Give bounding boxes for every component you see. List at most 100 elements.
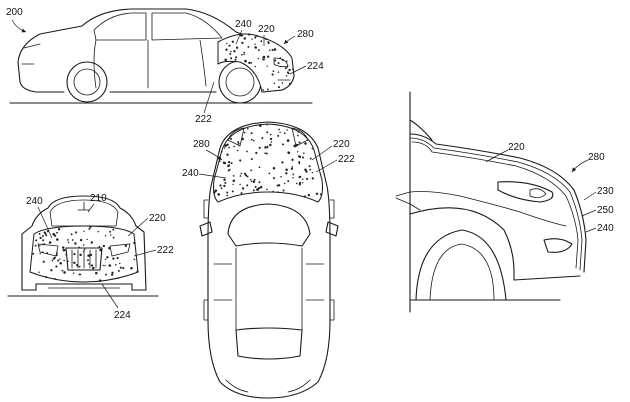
stipple-dot	[112, 236, 115, 239]
top-view-rear-window	[235, 327, 303, 360]
stipple-dot	[234, 58, 237, 61]
stipple-dot	[227, 164, 230, 168]
stipple-dot	[223, 147, 226, 149]
stipple-dot	[315, 192, 319, 195]
stipple-dot	[240, 172, 243, 175]
stipple-dot	[114, 263, 117, 266]
stipple-dot	[298, 155, 302, 159]
stipple-dot	[283, 132, 286, 135]
stipple-dot	[228, 146, 231, 149]
stipple-dot	[43, 231, 47, 234]
stipple-dot	[254, 46, 257, 49]
stipple-dot	[116, 257, 119, 260]
stipple-dot	[53, 256, 56, 259]
stipple-dot	[243, 51, 245, 54]
label-224-front: 224	[114, 310, 131, 321]
stipple-dot	[274, 59, 277, 62]
stipple-dot	[272, 70, 275, 72]
stipple-dot	[104, 264, 106, 267]
stipple-dot	[295, 182, 298, 185]
stipple-dot	[298, 141, 301, 144]
stipple-dot	[39, 236, 42, 240]
stipple-dot	[260, 40, 263, 43]
stipple-dot	[266, 123, 268, 126]
stipple-dot	[287, 180, 290, 182]
stipple-dot	[259, 185, 263, 189]
stipple-dot	[246, 175, 249, 178]
stipple-dot	[92, 266, 95, 270]
stipple-dot	[232, 183, 234, 186]
stipple-dot	[51, 259, 54, 262]
stipple-dot	[72, 272, 75, 274]
stipple-dot	[285, 60, 288, 63]
stipple-dot	[224, 162, 227, 165]
stipple-dot	[88, 263, 90, 265]
stipple-dot	[257, 186, 261, 190]
stipple-dot	[298, 176, 301, 179]
stipple-dot	[254, 65, 256, 68]
stipple-dot	[305, 170, 308, 173]
stipple-dot	[286, 129, 288, 131]
stipple-dot	[297, 134, 299, 137]
stipple-dot	[278, 184, 281, 187]
stipple-dot	[98, 279, 102, 282]
stipple-dot	[298, 160, 301, 164]
label-220-detail: 220	[508, 142, 525, 153]
stipple-dot	[291, 158, 294, 161]
stipple-dot	[278, 128, 280, 131]
stipple-dot	[79, 253, 82, 257]
stipple-dot	[284, 67, 287, 70]
stipple-dot	[262, 89, 264, 91]
stipple-dot	[285, 168, 288, 172]
label-220-side: 220	[258, 24, 275, 35]
stipple-dot	[264, 38, 267, 40]
stipple-dot	[79, 273, 82, 276]
stipple-dot	[61, 269, 64, 272]
stipple-dot	[87, 259, 89, 262]
stipple-dot	[298, 183, 301, 186]
stipple-dot	[250, 61, 253, 64]
label-222-front: 222	[157, 245, 174, 256]
stipple-dot	[88, 227, 91, 230]
stipple-dot	[266, 146, 269, 149]
stipple-dot	[292, 173, 295, 176]
top-view-windshield	[227, 203, 311, 247]
stipple-dot	[105, 273, 107, 276]
stipple-dot	[108, 264, 112, 267]
stipple-dot	[226, 143, 229, 146]
stipple-dot	[228, 168, 231, 171]
stipple-dot	[243, 37, 247, 40]
stipple-dot	[271, 48, 274, 52]
stipple-dot	[309, 157, 312, 160]
stipple-dot	[256, 188, 259, 191]
stipple-dot	[254, 36, 257, 39]
stipple-dot	[311, 147, 314, 150]
stipple-dot	[248, 33, 251, 36]
stipple-dot	[273, 48, 277, 51]
stipple-dot	[250, 180, 253, 182]
stipple-dot	[304, 142, 307, 145]
stipple-dot	[59, 261, 62, 265]
stipple-dot	[52, 232, 56, 236]
stipple-dot	[50, 269, 53, 272]
stipple-dot	[272, 177, 276, 180]
stipple-dot	[224, 181, 227, 184]
stipple-dot	[56, 238, 59, 241]
stipple-dot	[39, 252, 41, 255]
stipple-dot	[213, 191, 216, 194]
stipple-dot	[246, 184, 249, 187]
stipple-dot	[45, 234, 48, 237]
stipple-dot	[95, 271, 98, 275]
stipple-dot	[308, 165, 311, 168]
stipple-dot	[41, 235, 44, 237]
stipple-dot	[252, 139, 255, 142]
stipple-dot	[124, 244, 127, 247]
stipple-dot	[254, 43, 256, 45]
stipple-dot	[228, 44, 231, 47]
label-280-side: 280	[297, 29, 314, 40]
stipple-dot	[63, 259, 65, 262]
stipple-dot	[290, 167, 294, 170]
stipple-dot	[246, 150, 248, 153]
stipple-dot	[223, 178, 226, 181]
